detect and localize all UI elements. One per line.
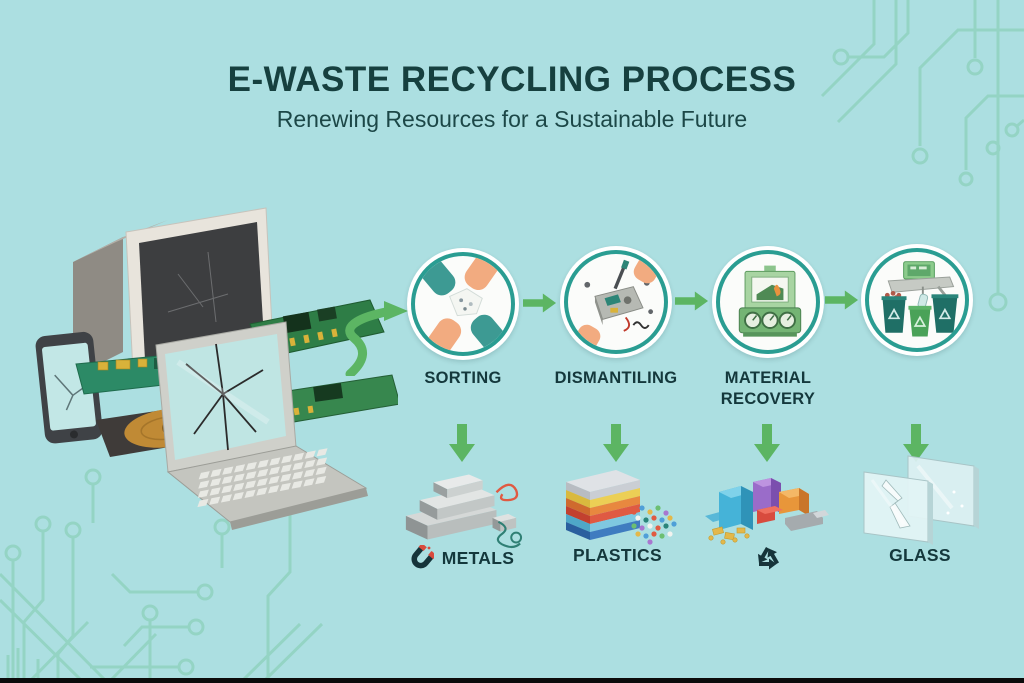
step-circle-dismantling xyxy=(560,246,672,358)
down-arrow-icon xyxy=(603,424,629,462)
metal-ingots-illustration xyxy=(405,474,523,549)
down-arrow-icon xyxy=(903,424,929,462)
step-label-dismantling: DISMANTILING xyxy=(554,369,678,387)
bottom-black-bar xyxy=(0,678,1024,683)
flow-arrow-icon xyxy=(825,290,859,310)
step-circle-sorting xyxy=(407,248,519,360)
electronic-components-illustration xyxy=(705,478,829,545)
step-label-material-recovery: MATERIAL RECOVERY xyxy=(720,369,816,408)
step-circle-collection-bins xyxy=(861,244,973,356)
recycling-bins-icon xyxy=(881,261,959,337)
step-circle-material-recovery xyxy=(712,246,824,358)
output-label-glass: GLASS xyxy=(889,545,951,565)
page-title: E-WASTE RECYCLING PROCESS xyxy=(227,60,797,99)
output-plastics: PLASTICS xyxy=(550,545,685,566)
magnet-icon xyxy=(411,545,434,569)
output-glass: GLASS xyxy=(855,545,985,566)
glass-panes-illustration xyxy=(863,455,979,545)
flow-arrow-icon xyxy=(523,293,557,313)
output-label-plastics: PLASTICS xyxy=(573,545,662,565)
output-metals: METALS xyxy=(396,545,526,571)
dismantling-parts-icon xyxy=(570,256,664,350)
output-components xyxy=(740,543,796,575)
sorting-hands-icon xyxy=(418,258,508,352)
down-arrow-icon xyxy=(449,424,475,462)
down-arrow-icon xyxy=(754,424,780,462)
e-waste-pile-illustration xyxy=(35,207,398,530)
recovery-machine-icon xyxy=(738,265,802,337)
plastic-stack-pellets-illustration xyxy=(566,470,677,545)
recycle-symbol-icon xyxy=(757,546,779,570)
curved-flow-arrow-icon xyxy=(345,301,408,376)
output-label-metals: METALS xyxy=(441,547,515,568)
page-subtitle: Renewing Resources for a Sustainable Fut… xyxy=(276,106,748,132)
step-label-sorting: SORTING xyxy=(424,369,502,387)
flow-arrow-icon xyxy=(675,291,709,311)
